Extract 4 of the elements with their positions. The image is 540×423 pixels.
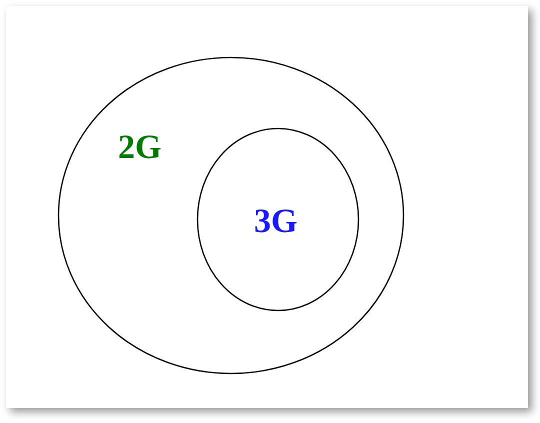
circle-region [197,128,359,311]
circle-region [58,57,404,374]
region-label: 2G [118,131,162,165]
region-label: 3G [254,205,298,239]
